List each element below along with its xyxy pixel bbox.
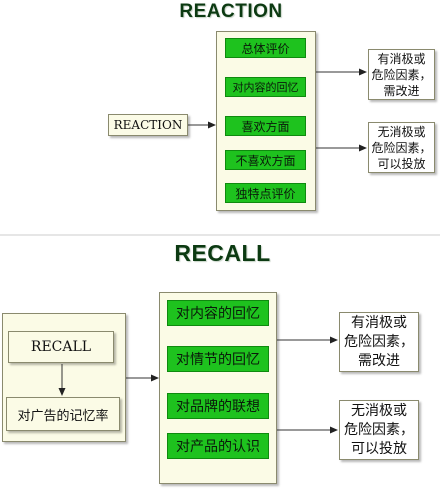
outcome-line: 有消极或 [351, 314, 407, 331]
outcome-line: 可以投放 [377, 156, 426, 171]
recall-outcome-ready-to-launch: 无消极或 危险因素， 可以投放 [339, 400, 419, 460]
recall-memory-rate-label: 对广告的记忆率 [17, 408, 109, 424]
reaction-item-label: 喜欢方面 [241, 119, 290, 134]
recall-item-label: 对情节的回忆 [176, 352, 260, 368]
outcome-line: 需改进 [358, 352, 400, 369]
outcome-line: 无消极或 [351, 402, 407, 419]
recall-title: RECALL [174, 240, 271, 266]
reaction-outcome-needs-improvement: 有消极或 危险因素， 需改进 [368, 49, 435, 100]
outcome-line: 有消极或 [377, 51, 426, 66]
reaction-item-dislikes: 不喜欢方面 [225, 150, 306, 170]
reaction-item-label: 不喜欢方面 [235, 153, 296, 168]
outcome-line: 可以投放 [351, 440, 407, 457]
reaction-item-unique-points: 独特点评价 [225, 183, 306, 203]
reaction-outcome-ready-to-launch: 无消极或 危险因素， 可以投放 [368, 122, 435, 173]
outcome-line: 无消极或 [377, 124, 426, 139]
reaction-source-box: REACTION [108, 114, 188, 136]
recall-item-brand-association: 对品牌的联想 [167, 393, 269, 419]
recall-item-content-recall: 对内容的回忆 [167, 300, 269, 326]
recall-item-label: 对品牌的联想 [176, 399, 260, 415]
reaction-item-overall-evaluation: 总体评价 [225, 38, 306, 58]
recall-outcome-needs-improvement: 有消极或 危险因素， 需改进 [339, 312, 419, 372]
section-divider [0, 234, 440, 236]
reaction-item-label: 总体评价 [241, 41, 290, 56]
outcome-line: 危险因素， [371, 140, 432, 155]
recall-item-plot-recall: 对情节的回忆 [167, 346, 269, 372]
reaction-item-likes: 喜欢方面 [225, 116, 306, 136]
recall-item-product-awareness: 对产品的认识 [167, 433, 269, 459]
outcome-line: 危险因素， [344, 421, 414, 438]
outcome-line: 危险因素， [371, 67, 432, 82]
recall-source-label: RECALL [30, 339, 92, 355]
recall-item-label: 对内容的回忆 [176, 306, 260, 322]
outcome-line: 需改进 [383, 83, 420, 98]
reaction-item-label: 独特点评价 [235, 186, 296, 201]
reaction-title: REACTION [179, 1, 283, 22]
recall-item-label: 对产品的认识 [176, 439, 260, 455]
reaction-source-label: REACTION [113, 118, 183, 132]
recall-source-box: RECALL [8, 331, 114, 363]
recall-memory-rate-box: 对广告的记忆率 [6, 397, 120, 431]
outcome-line: 危险因素， [344, 333, 414, 350]
reaction-item-label: 对内容的回忆 [232, 81, 299, 94]
reaction-item-content-recall: 对内容的回忆 [225, 77, 306, 97]
